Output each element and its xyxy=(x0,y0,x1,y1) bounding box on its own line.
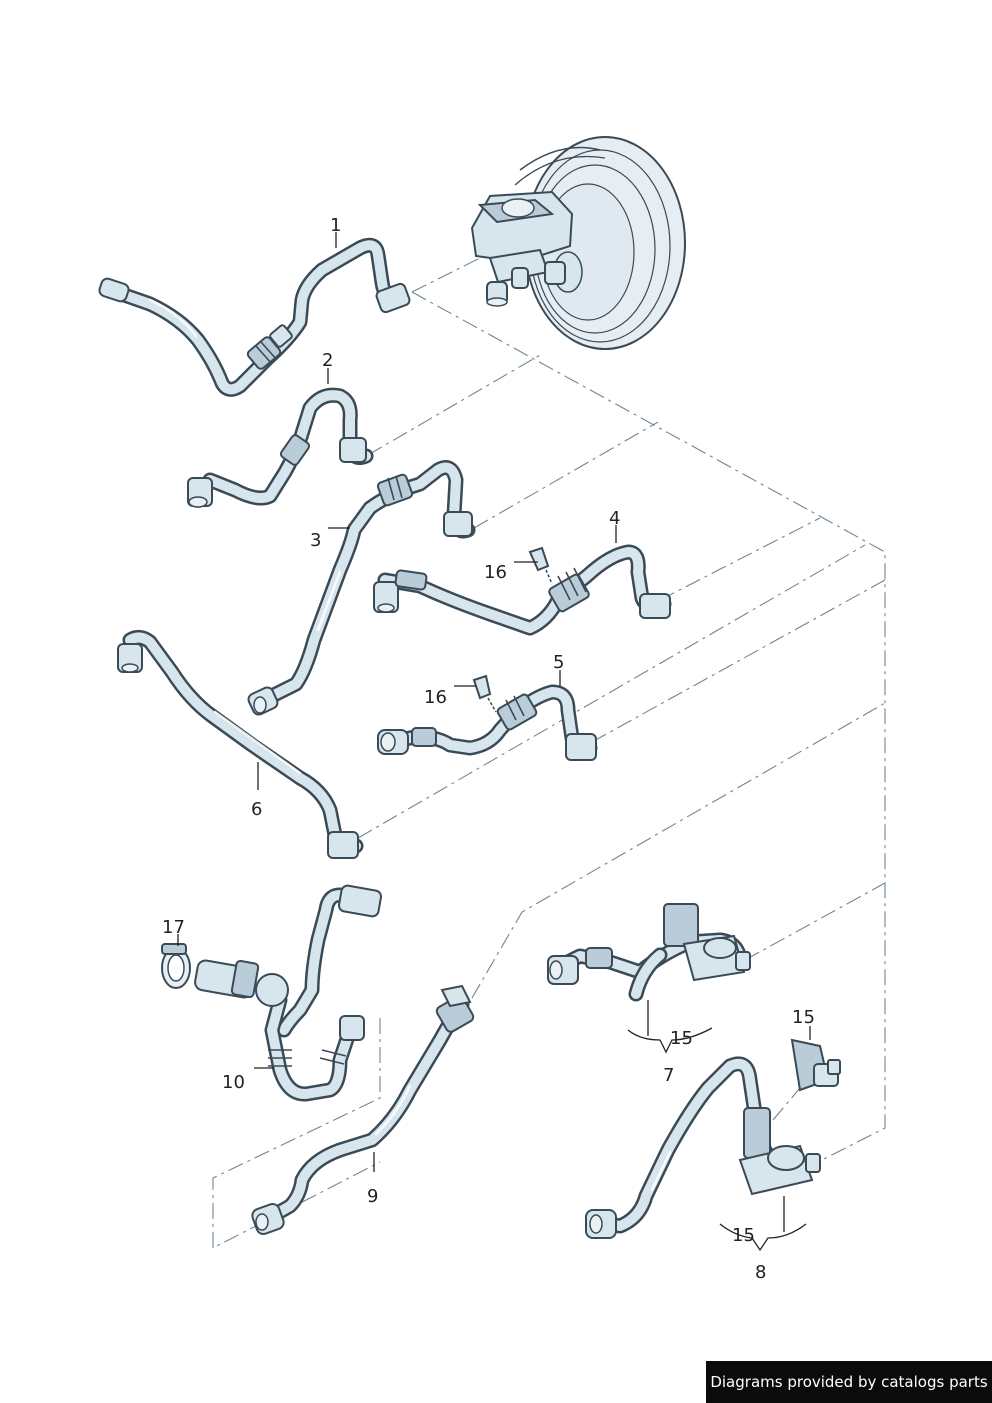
callout-6: 6 xyxy=(251,799,262,820)
vacuum-hose-5 xyxy=(377,684,598,761)
callout-8: 8 xyxy=(755,1262,766,1283)
vacuum-hose-2 xyxy=(187,387,374,508)
vacuum-hose-8 xyxy=(585,1056,821,1239)
callout-15b: 15 xyxy=(792,1007,815,1028)
callout-5: 5 xyxy=(553,652,564,673)
callout-16b: 16 xyxy=(424,687,447,708)
credit-banner: Diagrams provided by catalogs parts xyxy=(706,1361,992,1403)
vacuum-hose-9 xyxy=(251,984,475,1236)
callout-17: 17 xyxy=(162,917,185,938)
callout-9: 9 xyxy=(367,1186,378,1207)
vacuum-hose-7 xyxy=(547,903,751,1002)
callout-15c: 15 xyxy=(732,1225,755,1246)
callout-4: 4 xyxy=(609,508,620,529)
callout-2: 2 xyxy=(322,350,333,371)
callout-1: 1 xyxy=(330,215,341,236)
vacuum-hose-3 xyxy=(247,460,476,716)
guide-lines xyxy=(212,257,886,1249)
vacuum-hose-6 xyxy=(117,629,364,859)
vent-valve-16a xyxy=(528,546,553,585)
callout-7: 7 xyxy=(663,1065,674,1086)
callout-10: 10 xyxy=(222,1072,245,1093)
hose-clamp-17 xyxy=(161,943,191,989)
leader-8 xyxy=(719,1196,807,1252)
vent-valve-16b xyxy=(472,674,497,713)
callout-3: 3 xyxy=(310,530,321,551)
vacuum-hose-1 xyxy=(98,237,411,397)
pressure-sensor-15 xyxy=(790,1038,841,1092)
callout-16a: 16 xyxy=(484,562,507,583)
master-cylinder xyxy=(470,190,574,307)
vacuum-hose-10 xyxy=(194,884,383,1102)
callout-15a: 15 xyxy=(670,1028,693,1049)
leader-7 xyxy=(627,1000,713,1054)
vacuum-hose-4 xyxy=(373,544,672,636)
